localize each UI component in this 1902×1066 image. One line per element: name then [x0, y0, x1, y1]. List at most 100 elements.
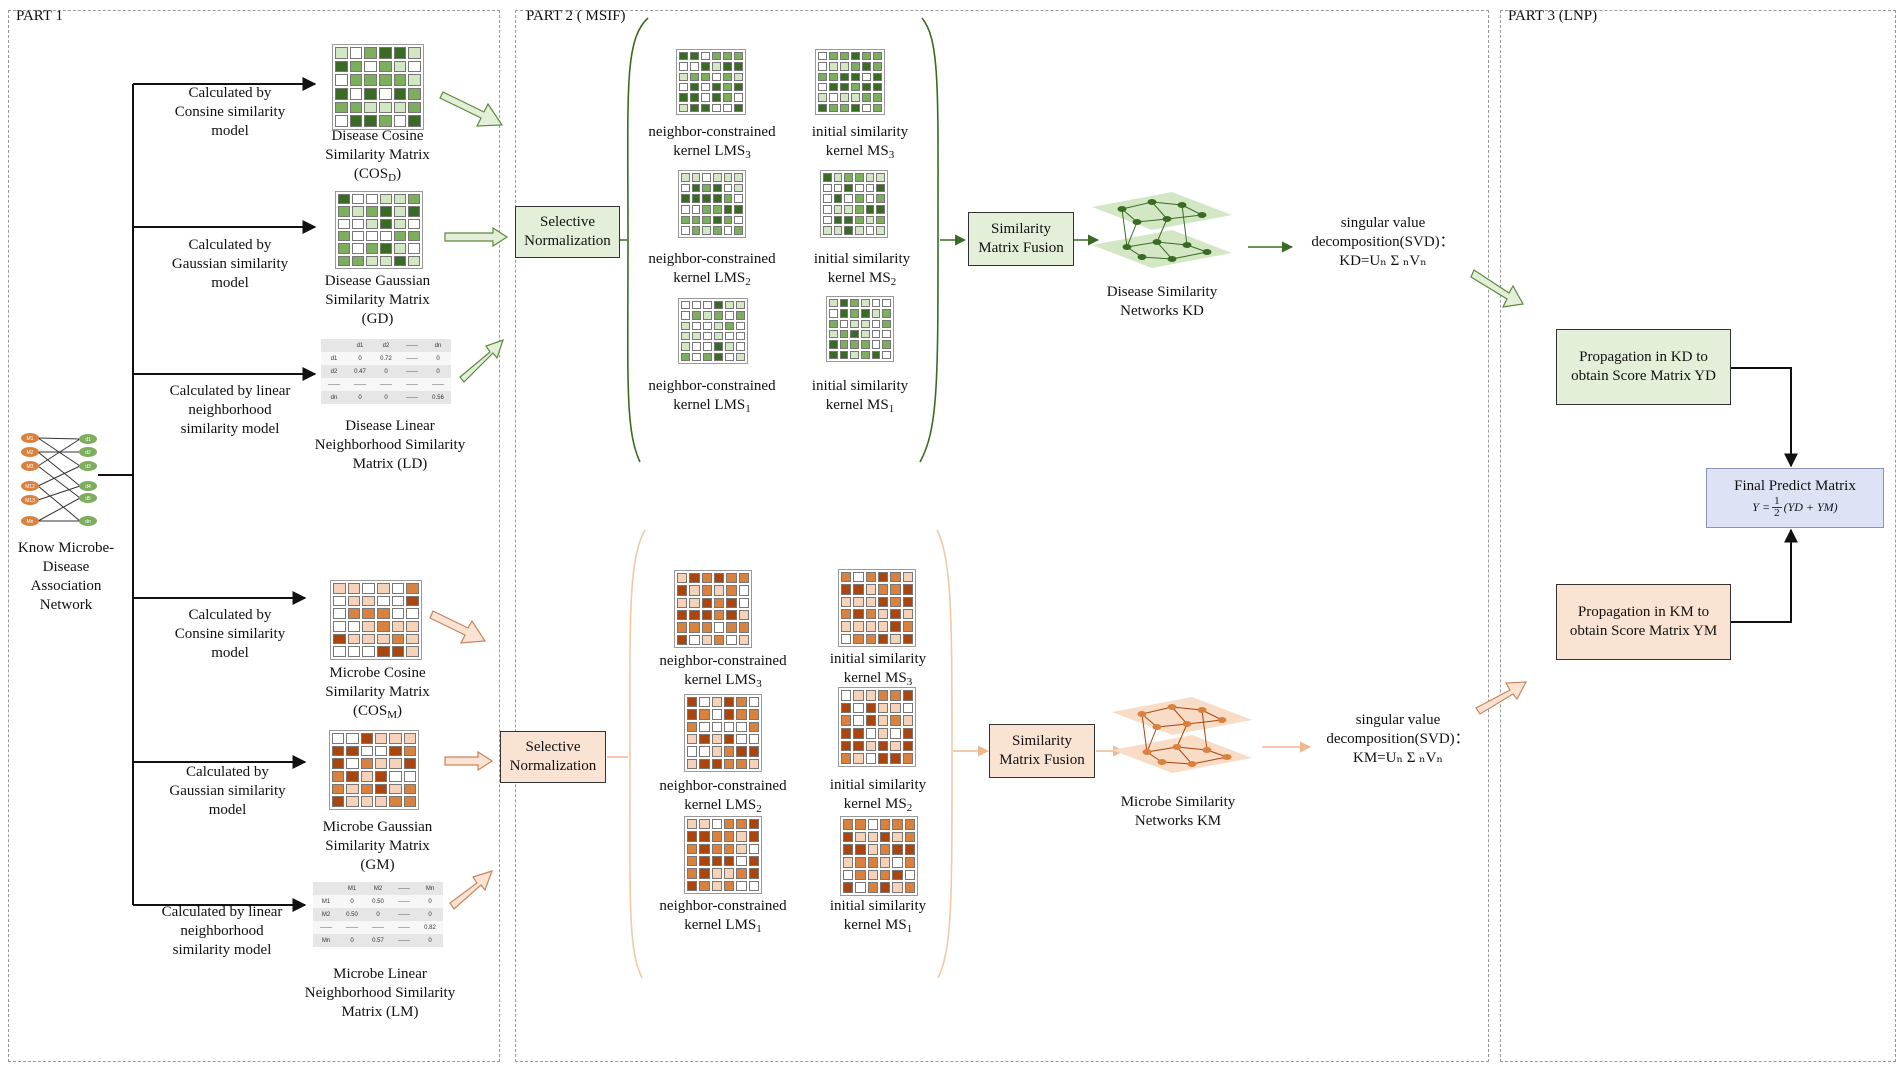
- part2-title: PART 2 ( MSIF): [526, 8, 626, 24]
- matrix-cell: [736, 331, 745, 341]
- matrix-cell: [338, 243, 350, 254]
- network-node-label: d4: [85, 484, 91, 490]
- matrix-cell: [377, 583, 390, 594]
- table-cell: ------: [347, 378, 373, 391]
- matrix-cell: [712, 103, 721, 112]
- matrix-cell: [687, 855, 698, 867]
- matrix-cell: [877, 702, 889, 714]
- matrix-cell: [853, 715, 864, 726]
- matrix-cell: [748, 758, 759, 769]
- network-edge: [1151, 201, 1183, 206]
- matrix-cell: [865, 621, 876, 632]
- network-node: M2: [21, 447, 39, 457]
- matrix-cell: [839, 329, 849, 339]
- matrix-cell: [681, 352, 690, 361]
- matrix-cell: [380, 194, 392, 205]
- matrix-cell: [839, 309, 849, 318]
- matrix-cell: [843, 857, 854, 868]
- matrix-cell: [871, 340, 881, 349]
- matrix-cell: [748, 868, 759, 879]
- matrix-cell: [379, 47, 392, 59]
- matrix-cell: [736, 819, 747, 830]
- matrix-cell: [699, 746, 710, 757]
- network-edge: [1141, 256, 1173, 260]
- matrix-cell: [736, 321, 745, 330]
- matrix-cell: [862, 52, 871, 61]
- matrix-cell: [711, 721, 722, 732]
- matrix-cell: [723, 697, 735, 708]
- matrix-cell: [904, 819, 915, 830]
- matrix-cell: [406, 583, 419, 594]
- table-cell: d1: [347, 339, 373, 352]
- matrix-cell: [711, 697, 722, 708]
- matrix-cell: [362, 608, 375, 619]
- matrix-cell: [687, 868, 698, 879]
- matrix-cell: [346, 783, 359, 795]
- matrix-cell: [862, 82, 871, 92]
- matrix-cell: [364, 115, 377, 127]
- matrix-cell: [333, 595, 346, 607]
- matrix-cell: [689, 634, 700, 645]
- matrix-cell: [362, 595, 375, 607]
- matrix-cell: [736, 721, 747, 732]
- matrix-cell: [723, 215, 733, 225]
- matrix-cell: [679, 52, 688, 61]
- matrix-cell: [333, 583, 346, 594]
- matrix-cell: [692, 321, 701, 330]
- network-node: Mn: [21, 516, 39, 526]
- network-vertex: [1202, 249, 1212, 255]
- matrix-cell: [360, 733, 373, 744]
- kernel-grid-lms3-disease: [676, 49, 746, 115]
- matrix-cell: [853, 621, 864, 632]
- matrix-cell: [890, 728, 901, 739]
- matrix-cell: [725, 352, 734, 361]
- network-vertex: [1222, 754, 1232, 760]
- matrix-cell: [691, 226, 701, 235]
- matrix-cell: [877, 740, 889, 752]
- matrix-cell: [853, 584, 864, 595]
- kernel-grid-lms3-microbe: [674, 570, 752, 648]
- network-node: M13: [21, 495, 39, 505]
- matrix-cell: [818, 52, 827, 61]
- table-cell: ------: [399, 365, 425, 378]
- matrix-cell: [408, 115, 421, 127]
- matrix-cell: [726, 634, 737, 645]
- matrix-cell: [865, 205, 875, 214]
- matrix-cell: [690, 72, 699, 81]
- matrix-cell: [829, 319, 838, 328]
- network-edge: [1201, 709, 1208, 751]
- matrix-cell: [681, 321, 690, 330]
- table-cell: 0.82: [417, 921, 443, 934]
- microbe-bracket: [629, 529, 953, 979]
- matrix-cell: [840, 103, 849, 112]
- matrix-cell: [871, 309, 881, 318]
- matrix-cell: [713, 634, 725, 645]
- matrix-cell: [841, 753, 852, 764]
- table-cell: 0: [339, 895, 365, 908]
- disease-cosine-matrix-grid: [332, 44, 424, 130]
- table-cell: 0.72: [373, 352, 399, 365]
- matrix-cell: [873, 62, 882, 71]
- matrix-cell: [408, 101, 421, 114]
- matrix-cell: [338, 230, 350, 242]
- network-edge: [1166, 214, 1203, 220]
- kernel-grid-lms1-disease: [678, 298, 748, 364]
- matrix-cell: [679, 93, 688, 102]
- matrix-cell: [853, 728, 864, 739]
- matrix-cell: [687, 721, 698, 732]
- matrix-cell: [335, 88, 348, 100]
- table-cell: 0: [373, 365, 399, 378]
- matrix-cell: [380, 255, 392, 266]
- matrix-cell: [851, 62, 860, 71]
- network-node: d2: [79, 447, 97, 457]
- matrix-cell: [862, 103, 871, 112]
- kernel-grid-ms1-disease: [826, 296, 894, 362]
